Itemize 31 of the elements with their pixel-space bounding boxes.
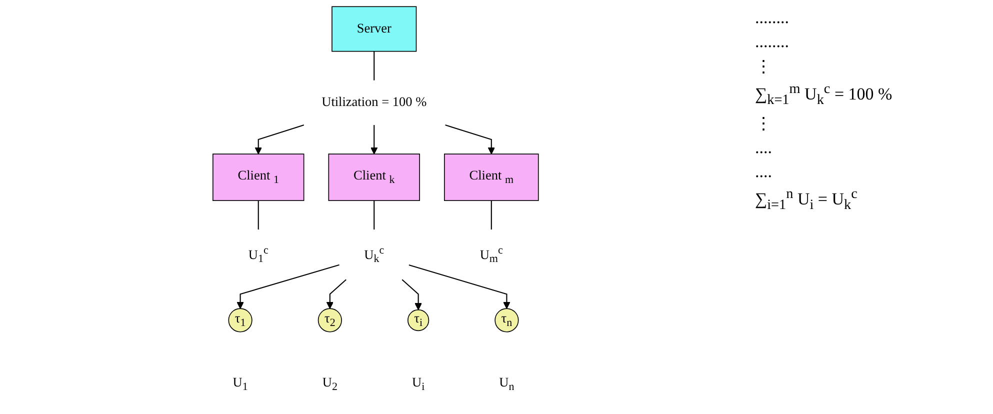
node-label: U$_{2}$ <box>322 376 338 392</box>
node-label: U$_{1}$ <box>232 376 248 392</box>
arrow <box>254 124 304 154</box>
formula-note: .... <box>755 138 773 158</box>
connector <box>374 200 375 230</box>
connector <box>258 200 259 230</box>
formula-note: ∑$_{k=1}$$^{m}$ U$_{k}$$^{c}$ = 100 % <box>755 81 894 110</box>
arrow <box>326 279 346 309</box>
node-box: Client $_{1}$ <box>212 154 304 201</box>
node-label: U$_{n}$ <box>499 376 514 392</box>
formula-note: ........ <box>755 8 790 28</box>
node-text: Utilization = 100 % <box>322 95 427 110</box>
node-circle: τ$_{i}$ <box>407 309 430 332</box>
formula-note: ⋮ <box>755 56 773 77</box>
node-label: U$_{i}$ <box>412 376 425 392</box>
node-box: Client $_{m}$ <box>444 154 539 201</box>
node-box: Server <box>332 6 417 52</box>
arrow <box>408 264 510 309</box>
connector <box>374 51 375 80</box>
node-circle: τ$_{2}$ <box>318 308 342 332</box>
formula-note: ........ <box>755 32 790 52</box>
arrow <box>445 124 496 154</box>
arrow <box>236 264 340 309</box>
arrow <box>402 279 422 310</box>
formula-note: .... <box>755 162 773 182</box>
arrow <box>370 125 378 154</box>
connector <box>490 200 492 230</box>
formula-note: ⋮ <box>755 113 773 134</box>
node-circle: τ$_{n}$ <box>494 308 519 332</box>
node-box: Client $_{k}$ <box>328 154 420 201</box>
node-circle: τ$_{1}$ <box>228 308 252 332</box>
